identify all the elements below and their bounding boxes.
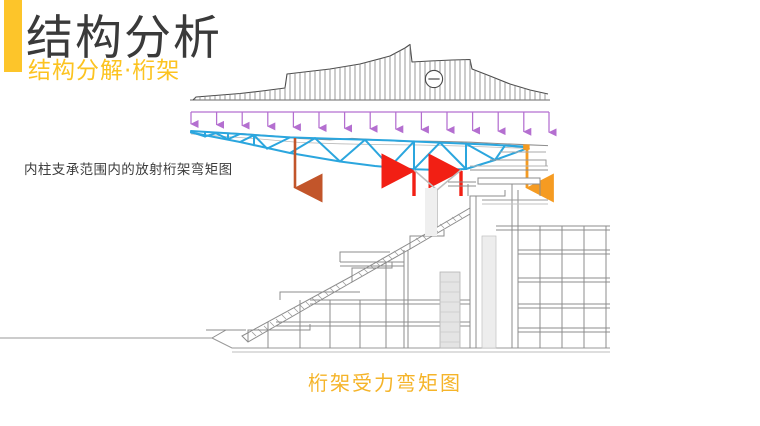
left-annotation-text: 内柱支承范围内的放射桁架弯矩图 <box>24 162 233 178</box>
distributed-load-arrows <box>190 111 557 137</box>
negative-moment-sign-icon <box>424 69 444 89</box>
title-accent-bar <box>4 0 22 72</box>
bottom-caption: 桁架受力弯矩图 <box>308 371 462 395</box>
page-title: 结构分析 <box>26 11 222 66</box>
building-section <box>0 151 610 353</box>
page-subtitle: 结构分解·桁架 <box>28 58 181 84</box>
blue-truss <box>190 130 528 171</box>
bending-moment-diagram <box>190 43 550 101</box>
support-reaction-arrows <box>381 153 463 196</box>
